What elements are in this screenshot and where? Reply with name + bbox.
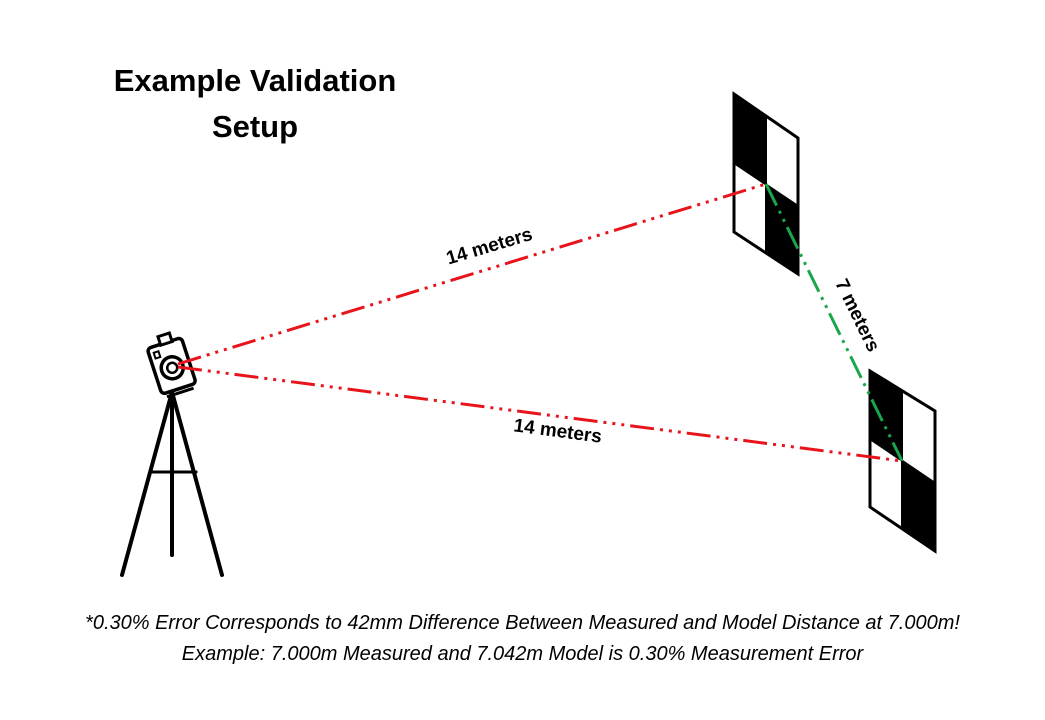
upper-target [732,91,800,277]
camera-icon [146,331,197,399]
footnote-line-1: *0.30% Error Corresponds to 42mm Differe… [85,612,960,634]
tripod [120,390,224,577]
lower-distance-line [177,365,903,463]
diagram-title: Example Validation Setup [80,58,430,150]
title-line-2: Setup [211,109,299,144]
footnote-line-2: Example: 7.000m Measured and 7.042m Mode… [181,643,864,665]
target-distance-label: 7 meters [830,276,883,355]
upper-distance-line [177,182,767,366]
lower-target [868,368,937,554]
upper-distance-label: 14 meters [444,224,535,269]
target-distance-line [764,183,904,462]
title-line-1: Example Validation [113,63,397,98]
